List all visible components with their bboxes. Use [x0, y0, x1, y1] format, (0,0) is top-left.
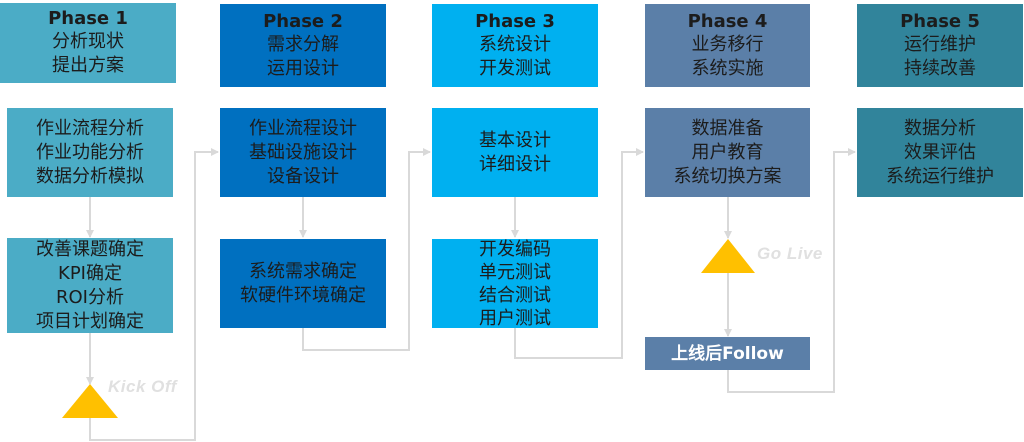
- phase-1-subtitle-line: 分析现状: [52, 31, 124, 52]
- phase-1-title: Phase 1: [48, 8, 128, 29]
- phase-3-subtitle-line: 开发测试: [479, 57, 551, 79]
- phase-2-subtitle-line: 运用设计: [267, 57, 339, 79]
- kickoff-label: Kick Off: [108, 377, 177, 396]
- phase-4-title: Phase 4: [687, 10, 768, 32]
- phase-5-step-1: 数据分析 效果评估 系统运行维护: [857, 108, 1023, 197]
- step-line: 单元测试: [479, 261, 551, 283]
- golive-label: Go Live: [757, 244, 823, 263]
- phase-5-header: Phase 5 运行维护 持续改善: [857, 4, 1023, 87]
- phase-4-subtitle-line: 系统实施: [691, 57, 764, 79]
- step-line: 用户教育: [691, 141, 764, 163]
- step-line: 软硬件环境确定: [240, 284, 366, 306]
- phase-5-subtitle-line: 运行维护: [904, 33, 976, 55]
- phase-3-header: Phase 3 系统设计 开发测试: [432, 4, 598, 87]
- phase-3-step-2: 开发编码 单元测试 结合测试 用户测试: [432, 238, 598, 329]
- connector-p4-to-p5: [727, 148, 856, 393]
- step-line: 上线后Follow: [671, 343, 784, 364]
- step-line: 用户测试: [479, 307, 551, 329]
- phase-3-subtitle-line: 系统设计: [479, 33, 551, 55]
- step-line: 数据准备: [691, 117, 764, 139]
- connector-p3-to-p4: [514, 148, 644, 359]
- step-line: 数据分析模拟: [36, 165, 144, 187]
- phase-4-step-2: 上线后Follow: [645, 337, 810, 370]
- phase-1-subtitle-line: 提出方案: [52, 55, 124, 76]
- phase-2-step-1: 作业流程设计 基础设施设计 设备设计: [220, 108, 386, 197]
- kickoff-milestone-triangle: [62, 384, 118, 418]
- phase-4-step-1: 数据准备 用户教育 系统切换方案: [645, 108, 810, 197]
- step-line: 作业流程设计: [249, 117, 357, 139]
- phase-2-title: Phase 2: [263, 10, 343, 32]
- phase-1-header: Phase 1 分析现状 提出方案: [0, 3, 176, 83]
- phase-1-step-1: 作业流程分析 作业功能分析 数据分析模拟: [7, 108, 173, 197]
- phase-3-step-1: 基本设计 详细设计: [432, 108, 598, 197]
- step-line: ROI分析: [56, 286, 124, 308]
- phase-4-header: Phase 4 业务移行 系统实施: [645, 4, 810, 87]
- step-line: 系统切换方案: [673, 165, 782, 187]
- connector-p2-to-p3: [302, 148, 431, 351]
- phase-4-subtitle-line: 业务移行: [691, 33, 764, 55]
- step-line: 设备设计: [267, 165, 339, 187]
- step-line: 改善课题确定: [36, 238, 144, 260]
- phase-5-title: Phase 5: [900, 10, 980, 32]
- step-line: 基本设计: [479, 129, 551, 151]
- phase-5-subtitle-line: 持续改善: [904, 57, 976, 79]
- step-line: 系统运行维护: [886, 165, 994, 187]
- step-line: 作业功能分析: [36, 141, 144, 163]
- phase-3-title: Phase 3: [475, 10, 555, 32]
- step-line: 项目计划确定: [36, 310, 144, 332]
- phase-1-step-2: 改善课题确定 KPI确定 ROI分析 项目计划确定: [7, 238, 173, 333]
- step-line: 数据分析: [904, 117, 976, 139]
- step-line: 系统需求确定: [249, 260, 357, 282]
- phase-2-header: Phase 2 需求分解 运用设计: [220, 4, 386, 87]
- step-line: 结合测试: [479, 284, 551, 306]
- step-line: 详细设计: [479, 153, 551, 175]
- step-line: 基础设施设计: [249, 141, 357, 163]
- phase-2-subtitle-line: 需求分解: [267, 33, 339, 55]
- golive-milestone-triangle: [701, 239, 755, 273]
- connector-kickoff-to-p2: [89, 148, 219, 441]
- step-line: KPI确定: [58, 262, 122, 284]
- step-line: 效果评估: [904, 141, 976, 163]
- step-line: 开发编码: [479, 238, 551, 260]
- step-line: 作业流程分析: [36, 117, 144, 139]
- phase-2-step-2: 系统需求确定 软硬件环境确定: [220, 239, 386, 328]
